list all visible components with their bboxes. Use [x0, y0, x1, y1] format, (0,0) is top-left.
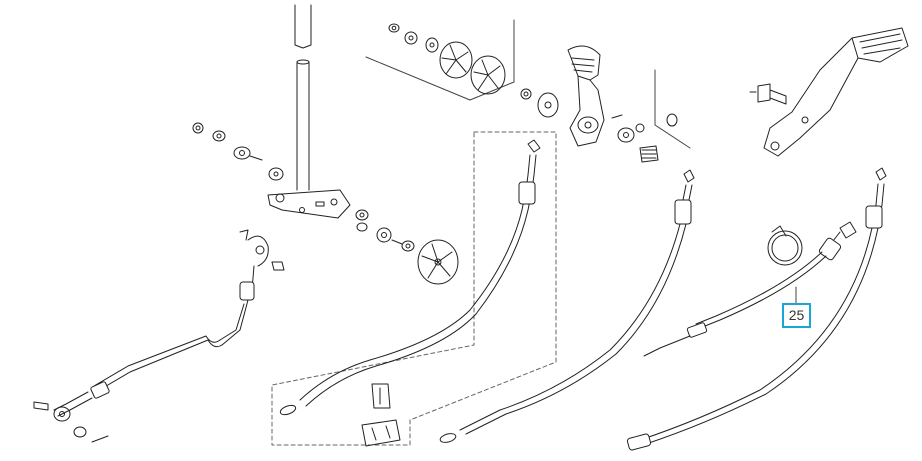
group-outline-center	[271, 131, 557, 446]
far-right-cable	[626, 167, 887, 451]
center-cable	[279, 139, 541, 447]
right-center-cable	[439, 169, 695, 443]
bracket-hardware	[355, 209, 415, 252]
lever-bracket	[267, 189, 351, 219]
ring-clip	[767, 225, 803, 266]
throttle-handle-assembly	[520, 45, 678, 163]
top-hardware-row	[388, 23, 506, 95]
pedal-arm	[749, 27, 909, 157]
left-cable	[33, 229, 285, 443]
left-hardware-parts	[192, 122, 284, 181]
thin-cable-25	[643, 221, 857, 357]
group-outline-top	[365, 19, 691, 149]
shift-lever-rod	[294, 4, 312, 191]
part-callout-25[interactable]: 25	[782, 303, 811, 328]
star-knob-disc	[417, 239, 459, 285]
